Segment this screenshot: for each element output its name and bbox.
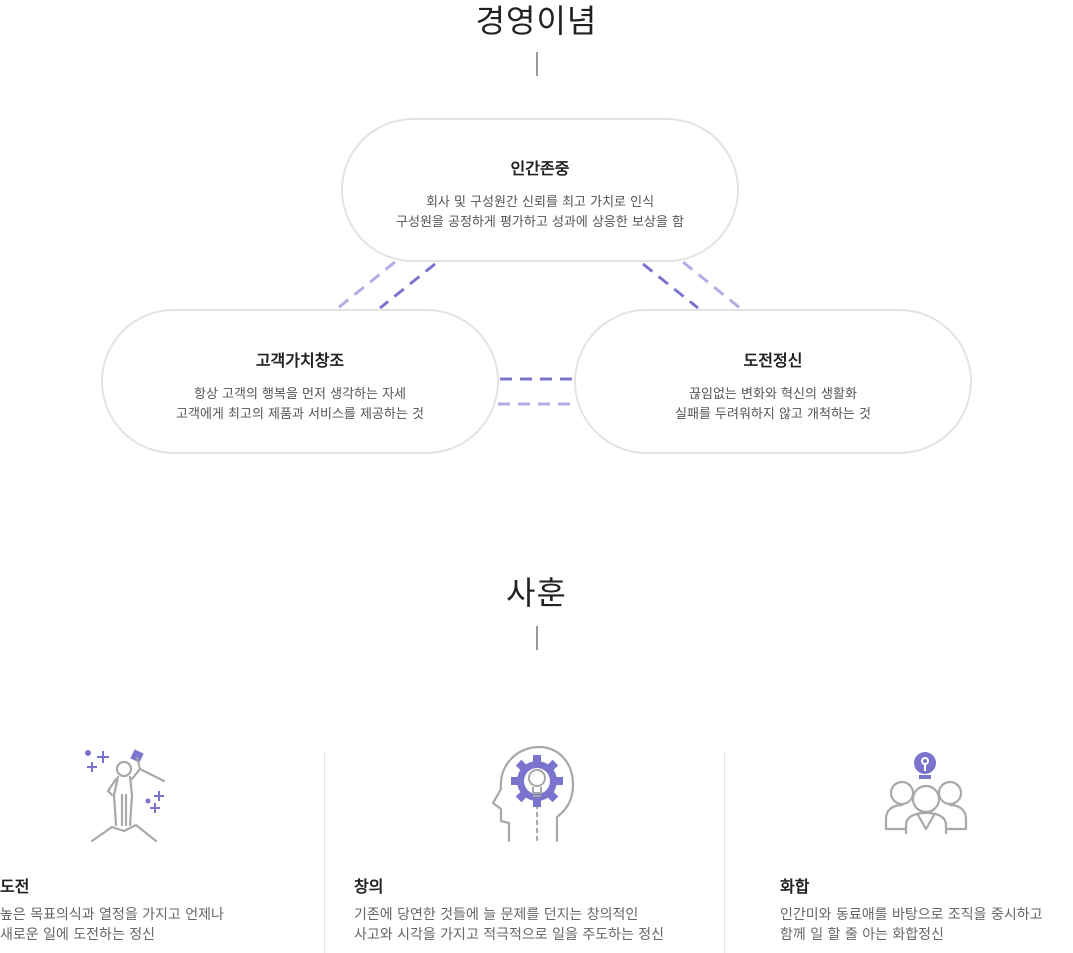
pill-title: 인간존중: [510, 159, 570, 178]
pill-title: 도전정신: [743, 351, 803, 370]
value-desc-line: 기존에 당연한 것들에 늘 문제를 던지는 창의적인: [354, 907, 639, 923]
pill-desc-line: 실패를 두려워하지 않고 개척하는 것: [675, 407, 871, 422]
motto-title: 사훈: [506, 574, 567, 612]
pill-desc-line: 끊임없는 변화와 혁신의 생활화: [689, 387, 857, 402]
column-divider: [324, 752, 325, 953]
pill-desc-line: 항상 고객의 행복을 먼저 생각하는 자세: [193, 387, 407, 402]
value-challenge: 도전 높은 목표의식과 열정을 가지고 언제나 새로운 일에 도전하는 정신: [0, 745, 320, 953]
pill-desc-line: 회사 및 구성원간 신뢰를 최고 가치로 인식: [425, 195, 655, 210]
value-title: 화합: [780, 877, 810, 896]
motto-title-line: [536, 626, 538, 650]
value-desc-line: 함께 일 할 줄 아는 화합정신: [780, 927, 944, 943]
value-creativity: 창의 기존에 당연한 것들에 늘 문제를 던지는 창의적인 사고와 시각을 가지…: [354, 745, 714, 953]
value-title: 창의: [354, 877, 384, 896]
column-divider: [724, 752, 725, 953]
value-desc: 높은 목표의식과 열정을 가지고 언제나 새로운 일에 도전하는 정신: [0, 905, 224, 945]
value-desc-line: 높은 목표의식과 열정을 가지고 언제나: [0, 907, 224, 923]
pill-challenge-spirit: 도전정신 끊임없는 변화와 혁신의 생활화 실패를 두려워하지 않고 개척하는 …: [574, 309, 972, 454]
pill-human-respect: 인간존중 회사 및 구성원간 신뢰를 최고 가치로 인식 구성원을 공정하게 평…: [341, 118, 739, 262]
philosophy-title-line: [536, 52, 538, 76]
pill-desc-line: 구성원을 공정하게 평가하고 성과에 상응한 보상을 함: [396, 215, 684, 230]
value-desc-line: 새로운 일에 도전하는 정신: [0, 927, 156, 943]
pill-title: 고객가치창조: [255, 351, 345, 370]
climber-flag-icon: [78, 745, 178, 845]
head-gear-bulb-icon: [487, 745, 587, 845]
team-bulb-icon: [876, 745, 976, 845]
pill-customer-value: 고객가치창조 항상 고객의 행복을 먼저 생각하는 자세 고객에게 최고의 제품…: [101, 309, 499, 454]
value-title: 도전: [0, 877, 30, 896]
pill-desc-line: 고객에게 최고의 제품과 서비스를 제공하는 것: [176, 407, 424, 422]
value-harmony: 화합 인간미와 동료애를 바탕으로 조직을 중시하고 함께 일 할 줄 아는 화…: [780, 745, 1073, 953]
value-desc: 기존에 당연한 것들에 늘 문제를 던지는 창의적인 사고와 시각을 가지고 적…: [354, 905, 664, 945]
value-desc: 인간미와 동료애를 바탕으로 조직을 중시하고 함께 일 할 줄 아는 화합정신: [780, 905, 1043, 945]
philosophy-title: 경영이념: [475, 2, 598, 40]
value-desc-line: 사고와 시각을 가지고 적극적으로 일을 주도하는 정신: [354, 927, 665, 943]
value-desc-line: 인간미와 동료애를 바탕으로 조직을 중시하고: [780, 907, 1043, 923]
